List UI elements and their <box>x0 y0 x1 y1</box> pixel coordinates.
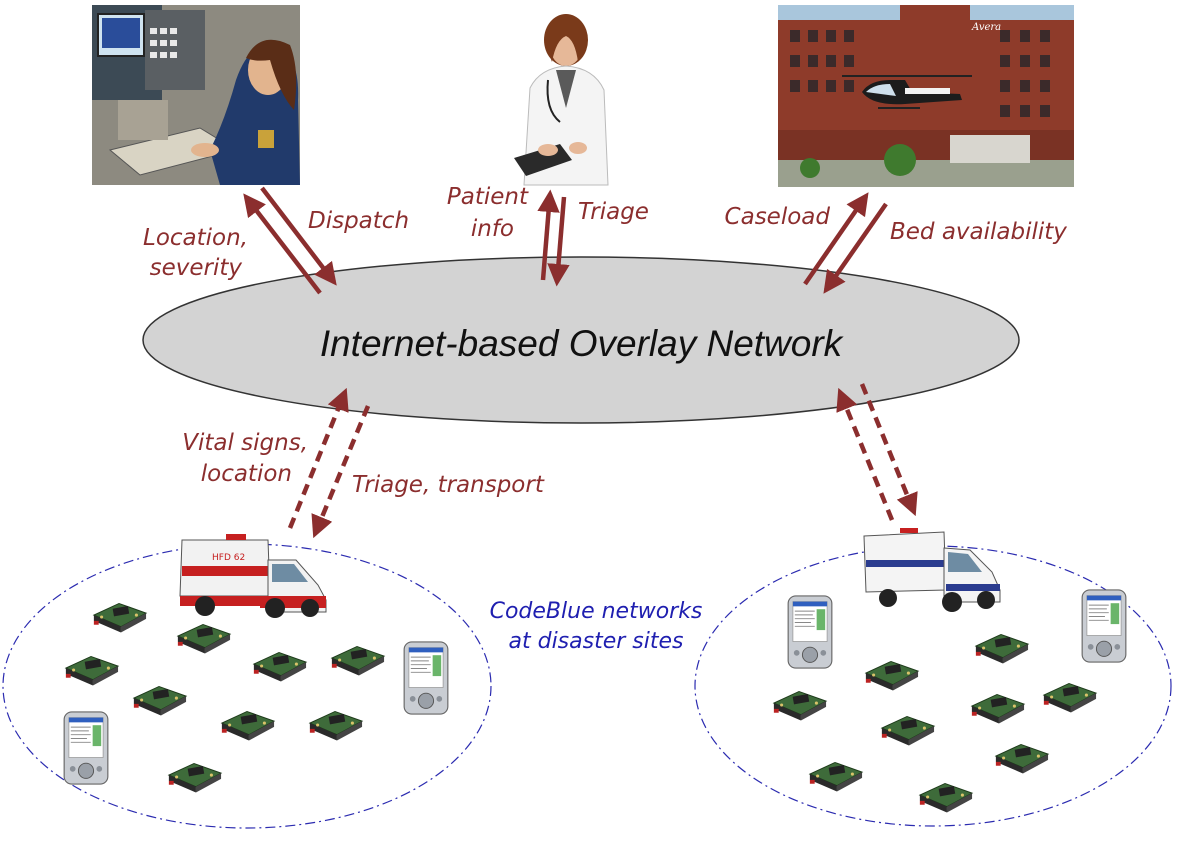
arrow-bed-availability <box>823 202 888 294</box>
arrow-caseload <box>803 192 869 286</box>
arrow-triage <box>547 196 570 287</box>
sensor-mote-icon <box>865 660 919 691</box>
sensor-mote-icon <box>919 782 973 813</box>
overlay-network-title: Internet-based Overlay Network <box>320 323 845 364</box>
sensor-mote-icon <box>93 602 147 633</box>
label-info: info <box>471 216 514 242</box>
label-location-2: location <box>201 461 292 487</box>
label-bed-availability: Bed availability <box>890 219 1067 245</box>
sensor-mote-icon <box>1043 682 1097 713</box>
sensor-mote-icon <box>133 685 187 716</box>
hospital-photo: Avera <box>778 5 1074 187</box>
label-patient: Patient <box>447 184 529 210</box>
pda-icon <box>63 711 109 785</box>
arrow-right-site-up <box>836 387 895 521</box>
left-ambulance-number: HFD 62 <box>212 553 245 563</box>
sensor-mote-icon <box>309 710 363 741</box>
sensor-mote-icon <box>971 693 1025 724</box>
label-triage-transport: Triage, transport <box>352 472 545 498</box>
codeblue-caption-line1: CodeBlue networks <box>490 599 703 624</box>
arrow-right-site-down <box>859 383 918 517</box>
label-triage: Triage <box>578 199 649 225</box>
arrow-triage-transport <box>311 405 371 539</box>
svg-text:Avera: Avera <box>971 22 1001 33</box>
sensor-mote-icon <box>253 651 307 682</box>
left-site-motes <box>65 602 385 793</box>
right-ambulance-icon <box>863 528 1001 612</box>
sensor-mote-icon <box>881 715 935 746</box>
arrow-vital-signs-location <box>287 387 349 529</box>
label-dispatch: Dispatch <box>308 208 409 234</box>
label-location: Location, <box>143 225 248 251</box>
codeblue-caption-line2: at disaster sites <box>509 629 684 654</box>
dispatcher-photo <box>92 5 300 185</box>
sensor-mote-icon <box>995 743 1049 774</box>
pda-icon <box>787 595 833 669</box>
sensor-mote-icon <box>168 762 222 793</box>
label-severity: severity <box>150 255 243 281</box>
sensor-mote-icon <box>773 690 827 721</box>
left-ambulance-icon: HFD 62 <box>179 534 327 618</box>
arrow-patient-info <box>537 189 560 281</box>
label-caseload: Caseload <box>725 204 831 230</box>
arrow-dispatch <box>260 186 337 286</box>
pda-icon <box>403 641 449 715</box>
arrow-location-severity <box>243 193 322 295</box>
sensor-mote-icon <box>177 623 231 654</box>
sensor-mote-icon <box>221 710 275 741</box>
label-vital-signs: Vital signs, <box>182 430 308 456</box>
sensor-mote-icon <box>331 645 385 676</box>
sensor-mote-icon <box>65 655 119 686</box>
doctor-photo <box>514 14 609 186</box>
overlay-network-cloud <box>142 256 1020 424</box>
pda-icon <box>1081 589 1127 663</box>
sensor-mote-icon <box>809 761 863 792</box>
sensor-mote-icon <box>975 633 1029 664</box>
